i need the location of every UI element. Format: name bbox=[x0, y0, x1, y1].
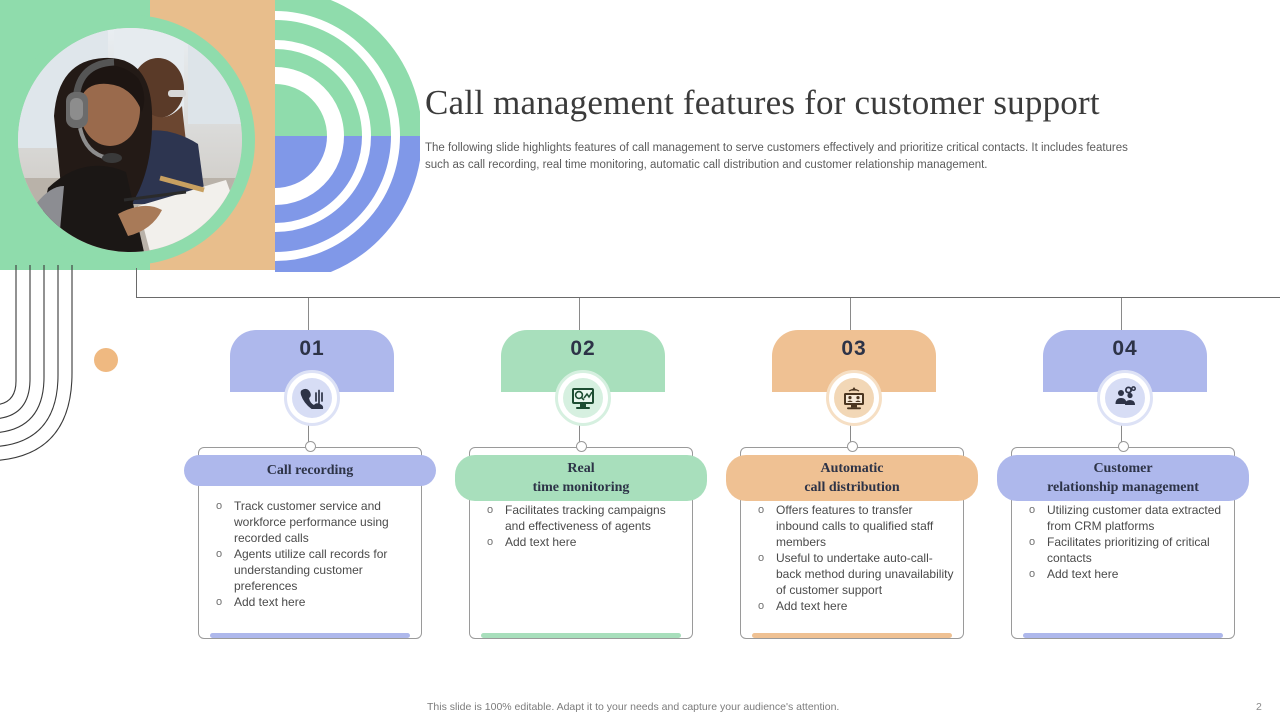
card-title-pill-1: Call recording bbox=[184, 455, 436, 486]
card-title-line2-2: time monitoring bbox=[532, 480, 630, 495]
connector-drop-1 bbox=[308, 298, 309, 332]
concentric-arcs-decoration bbox=[275, 0, 420, 272]
card-notch-2 bbox=[576, 441, 587, 452]
page-title: Call management features for customer su… bbox=[425, 83, 1100, 122]
call-center-agent-photo bbox=[18, 28, 242, 252]
card-notch-4 bbox=[1118, 441, 1129, 452]
list-item: Useful to undertake auto-call-back metho… bbox=[754, 550, 954, 598]
connector-drop-2 bbox=[579, 298, 580, 332]
rail-stub bbox=[136, 268, 137, 298]
card-accent-bar-2 bbox=[481, 633, 681, 638]
card-bullet-list-4: Utilizing customer data extracted from C… bbox=[1025, 502, 1225, 582]
card-title-line1-1: Call recording bbox=[266, 463, 354, 478]
list-item: Add text here bbox=[212, 594, 412, 610]
connector-drop-4 bbox=[1121, 298, 1122, 332]
card-accent-bar-1 bbox=[210, 633, 410, 638]
step-number-1: 01 bbox=[299, 337, 325, 360]
list-item: Agents utilize call records for understa… bbox=[212, 546, 412, 594]
card-title-line1-2: Real bbox=[567, 461, 595, 476]
list-item: Track customer service and workforce per… bbox=[212, 498, 412, 546]
page-number: 2 bbox=[1256, 701, 1262, 713]
icon-card-link-4 bbox=[1121, 417, 1122, 447]
card-accent-bar-4 bbox=[1023, 633, 1223, 638]
list-item: Add text here bbox=[483, 534, 683, 550]
list-item: Facilitates prioritizing of critical con… bbox=[1025, 534, 1225, 566]
icon-card-link-3 bbox=[850, 417, 851, 447]
line-curves-decoration bbox=[0, 265, 190, 495]
monitor-analytics-icon bbox=[555, 370, 611, 426]
card-notch-3 bbox=[847, 441, 858, 452]
list-item: Facilitates tracking campaigns and effec… bbox=[483, 502, 683, 534]
crm-people-gear-icon bbox=[1097, 370, 1153, 426]
connector-drop-3 bbox=[850, 298, 851, 332]
footer-note: This slide is 100% editable. Adapt it to… bbox=[427, 701, 840, 713]
card-notch-1 bbox=[305, 441, 316, 452]
orange-dot-decoration bbox=[94, 348, 118, 372]
card-title-line1-4: Customer bbox=[1093, 461, 1153, 476]
card-accent-bar-3 bbox=[752, 633, 952, 638]
step-number-3: 03 bbox=[841, 337, 867, 360]
call-distribution-icon bbox=[826, 370, 882, 426]
list-item: Add text here bbox=[754, 598, 954, 614]
card-title-pill-4: Customer relationship management bbox=[997, 455, 1249, 501]
icon-card-link-1 bbox=[308, 417, 309, 447]
step-number-4: 04 bbox=[1112, 337, 1138, 360]
horizontal-rail bbox=[136, 297, 1280, 298]
card-title-line1-3: Automatic bbox=[820, 461, 884, 476]
list-item: Utilizing customer data extracted from C… bbox=[1025, 502, 1225, 534]
card-title-pill-2: Real time monitoring bbox=[455, 455, 707, 501]
page-subtitle: The following slide highlights features … bbox=[425, 142, 1128, 171]
list-item: Offers features to transfer inbound call… bbox=[754, 502, 954, 550]
card-title-pill-3: Automatic call distribution bbox=[726, 455, 978, 501]
list-item: Add text here bbox=[1025, 566, 1225, 582]
phone-call-icon bbox=[284, 370, 340, 426]
card-bullet-list-2: Facilitates tracking campaigns and effec… bbox=[483, 502, 683, 550]
icon-card-link-2 bbox=[579, 417, 580, 447]
card-bullet-list-1: Track customer service and workforce per… bbox=[212, 498, 412, 610]
card-title-line2-3: call distribution bbox=[804, 480, 900, 495]
card-bullet-list-3: Offers features to transfer inbound call… bbox=[754, 502, 954, 614]
card-title-line2-4: relationship management bbox=[1047, 480, 1199, 495]
step-number-2: 02 bbox=[570, 337, 596, 360]
